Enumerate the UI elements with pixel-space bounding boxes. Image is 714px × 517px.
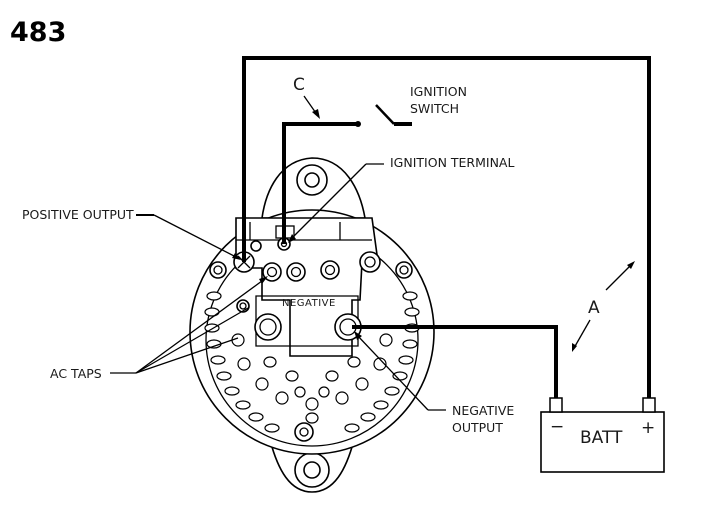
battery-positive-sign: + [641, 418, 655, 438]
wire-c-arrow [303, 95, 320, 119]
battery-negative-sign: − [550, 417, 564, 437]
negative-plate-label: NEGATIVE [282, 298, 336, 309]
negative-output-label-line1: NEGATIVE [452, 403, 514, 418]
ignition-terminal-label: IGNITION TERMINAL [390, 155, 514, 170]
alternator: NEGATIVE [189, 157, 435, 493]
cooling-vents [204, 291, 420, 433]
ac-taps-leaders [110, 276, 268, 374]
mounting-bolts [209, 240, 413, 442]
positive-battery-wire [242, 56, 651, 398]
negative-output-leader [354, 331, 446, 411]
positive-output-leader [136, 214, 241, 260]
battery-label: BATT [580, 428, 623, 448]
ignition-terminal-leader [288, 163, 384, 243]
wire-a-arrows [572, 261, 635, 352]
negative-output-label-line2: OUTPUT [452, 420, 503, 435]
wire-c-label: C [293, 75, 305, 95]
negative-battery-wire [352, 325, 558, 398]
battery: − + BATT [540, 397, 665, 473]
ignition-wire [282, 122, 356, 244]
ac-tap-terminals [262, 260, 340, 282]
figure-number: 483 [10, 17, 66, 48]
ignition-switch-label-line1: IGNITION [410, 84, 467, 99]
wire-a-label: A [588, 298, 600, 318]
ignition-switch-label-line2: SWITCH [410, 101, 459, 116]
positive-output-label: POSITIVE OUTPUT [22, 207, 134, 222]
ignition-switch [355, 104, 412, 127]
ac-taps-label: AC TAPS [50, 366, 102, 381]
